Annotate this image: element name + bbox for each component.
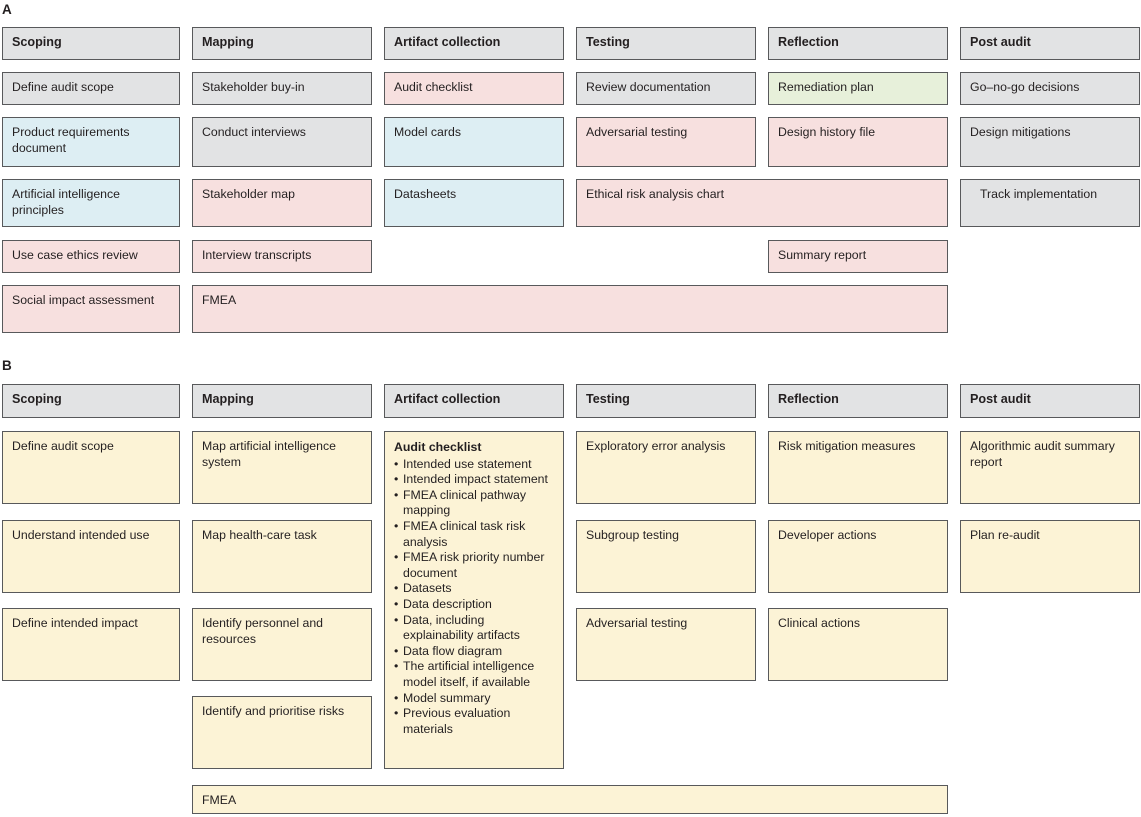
checklist-item: The artificial intelligence model itself… [394,659,554,690]
panel-a-post-audit-item-2[interactable]: Design mitigations [960,117,1140,167]
panel-b-span-fmea[interactable]: FMEA [192,785,948,814]
checklist-item: Intended use statement [394,457,554,473]
checklist-item: FMEA clinical pathway mapping [394,488,554,519]
panel-b-mapping-item-2[interactable]: Map health-care task [192,520,372,593]
checklist-item: Data flow diagram [394,644,554,660]
checklist-item: Data description [394,597,554,613]
panel-a-reflection-item-1[interactable]: Remediation plan [768,72,948,105]
checklist-item: Model summary [394,691,554,707]
panel-b-header-testing: Testing [576,384,756,418]
panel-a-scoping-item-4[interactable]: Use case ethics review [2,240,180,273]
panel-b-audit-checklist[interactable]: Audit checklist Intended use statement I… [384,431,564,769]
checklist-item: Datasets [394,581,554,597]
panel-a-scoping-item-1[interactable]: Define audit scope [2,72,180,105]
panel-a-post-audit-item-1[interactable]: Go–no-go decisions [960,72,1140,105]
panel-b-header-post-audit: Post audit [960,384,1140,418]
panel-b-testing-item-1[interactable]: Exploratory error analysis [576,431,756,504]
panel-b-scoping-item-1[interactable]: Define audit scope [2,431,180,504]
panel-b-header-scoping: Scoping [2,384,180,418]
panel-a-span-fmea[interactable]: FMEA [192,285,948,333]
panel-b-header-mapping: Mapping [192,384,372,418]
panel-a-header-reflection: Reflection [768,27,948,60]
panel-b-scoping-item-3[interactable]: Define intended impact [2,608,180,681]
panel-b-audit-checklist-list: Intended use statement Intended impact s… [394,457,554,738]
panel-a-reflection-item-2[interactable]: Design history file [768,117,948,167]
panel-b-scoping-item-2[interactable]: Understand intended use [2,520,180,593]
panel-a-artifact-item-1[interactable]: Audit checklist [384,72,564,105]
panel-b-testing-item-2[interactable]: Subgroup testing [576,520,756,593]
panel-a-scoping-item-2[interactable]: Product requirements document [2,117,180,167]
panel-a-scoping-item-5[interactable]: Social impact assessment [2,285,180,333]
panel-a-post-audit-item-3[interactable]: Track implementation [960,179,1140,227]
panel-a-header-post-audit: Post audit [960,27,1140,60]
panel-a-mapping-item-3[interactable]: Stakeholder map [192,179,372,227]
panel-label-a: A [2,2,12,17]
panel-b-post-audit-item-2[interactable]: Plan re-audit [960,520,1140,593]
checklist-item: Intended impact statement [394,472,554,488]
panel-a-testing-item-1[interactable]: Review documentation [576,72,756,105]
panel-a-artifact-item-3[interactable]: Datasheets [384,179,564,227]
panel-a-header-testing: Testing [576,27,756,60]
panel-a-header-scoping: Scoping [2,27,180,60]
panel-b-mapping-item-3[interactable]: Identify personnel and resources [192,608,372,681]
panel-a-testing-item-2[interactable]: Adversarial testing [576,117,756,167]
panel-b-header-artifact-collection: Artifact collection [384,384,564,418]
panel-a-span-ethical-risk-analysis-chart[interactable]: Ethical risk analysis chart [576,179,948,227]
panel-b-mapping-item-1[interactable]: Map artificial intelligence system [192,431,372,504]
panel-b-testing-item-3[interactable]: Adversarial testing [576,608,756,681]
checklist-item: Previous evaluation materials [394,706,554,737]
panel-a-scoping-item-3[interactable]: Artificial intelligence principles [2,179,180,227]
panel-b-header-reflection: Reflection [768,384,948,418]
panel-a-mapping-item-4[interactable]: Interview transcripts [192,240,372,273]
panel-b-reflection-item-1[interactable]: Risk mitigation measures [768,431,948,504]
checklist-item: Data, including explainability artifacts [394,613,554,644]
panel-b-reflection-item-3[interactable]: Clinical actions [768,608,948,681]
checklist-item: FMEA clinical task risk analysis [394,519,554,550]
panel-a-mapping-item-2[interactable]: Conduct interviews [192,117,372,167]
panel-b-audit-checklist-title: Audit checklist [394,440,482,454]
panel-b-mapping-item-4[interactable]: Identify and prioritise risks [192,696,372,769]
panel-b-post-audit-item-1[interactable]: Algorithmic audit summary report [960,431,1140,504]
panel-a-header-mapping: Mapping [192,27,372,60]
panel-a-artifact-item-2[interactable]: Model cards [384,117,564,167]
panel-a-header-artifact-collection: Artifact collection [384,27,564,60]
panel-a-mapping-item-1[interactable]: Stakeholder buy-in [192,72,372,105]
checklist-item: FMEA risk priority number document [394,550,554,581]
panel-label-b: B [2,358,12,373]
panel-a-reflection-item-3[interactable]: Summary report [768,240,948,273]
panel-b-reflection-item-2[interactable]: Developer actions [768,520,948,593]
